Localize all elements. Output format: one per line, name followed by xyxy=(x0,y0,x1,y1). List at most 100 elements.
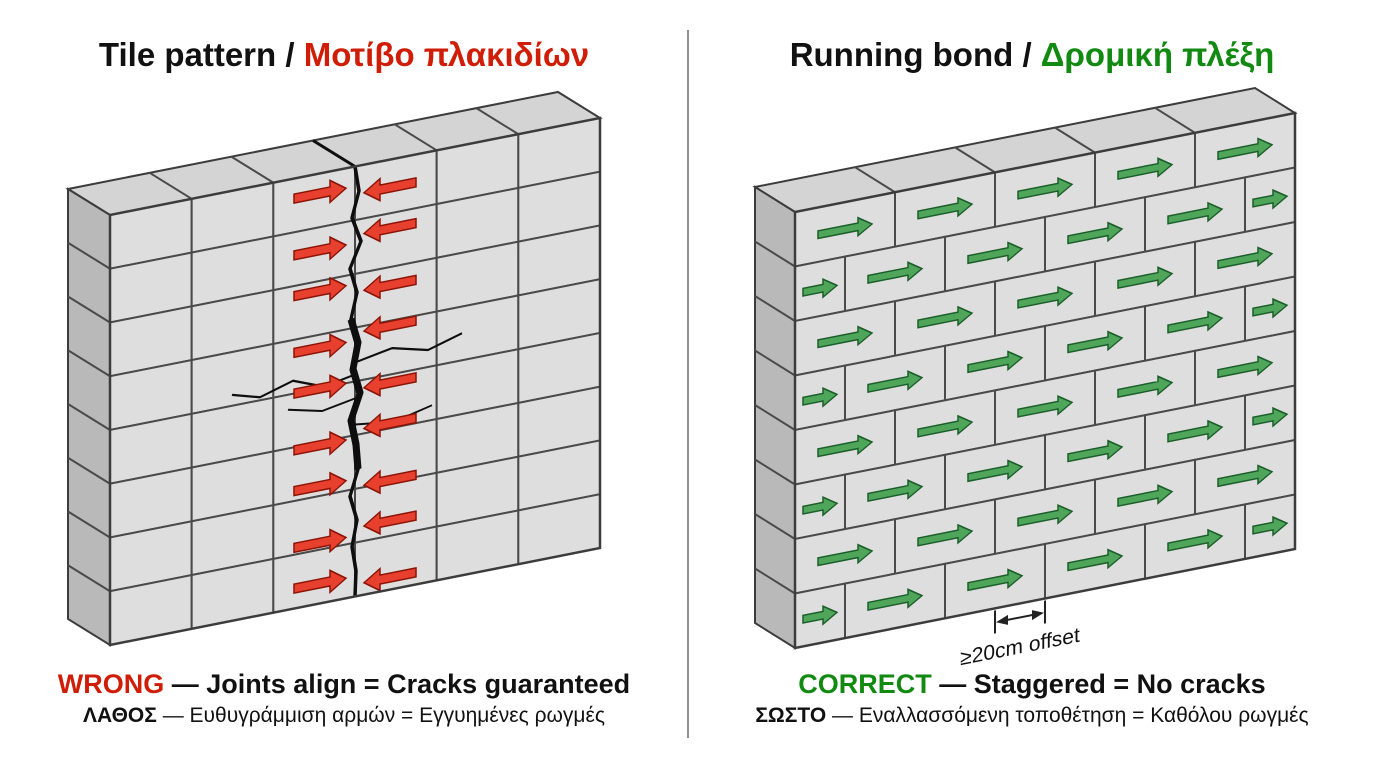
left-panel-title: Tile pattern / Μοτίβο πλακιδίων xyxy=(0,36,688,74)
left-caption-en: WRONG — Joints align = Cracks guaranteed xyxy=(0,668,688,700)
direction-arrow-icon xyxy=(1117,157,1174,180)
right-wall-diagram: ≥20cm offset xyxy=(752,86,1298,670)
direction-arrow-icon xyxy=(1017,176,1074,200)
correct-label: CORRECT xyxy=(798,669,932,699)
dimension-line xyxy=(1007,613,1033,622)
top-face-joint xyxy=(149,171,193,200)
direction-arrow-icon xyxy=(867,370,924,393)
stress-arrow-icon xyxy=(293,528,348,554)
left-caption-block: WRONG — Joints align = Cracks guaranteed… xyxy=(0,668,688,729)
direction-arrow-icon xyxy=(1067,548,1124,572)
branch-crack xyxy=(287,397,356,413)
brick-block xyxy=(1244,374,1295,452)
direction-arrow-icon xyxy=(1252,188,1289,210)
stress-arrow-icon xyxy=(362,371,417,397)
direction-arrow-icon xyxy=(1117,484,1174,507)
direction-arrow-icon xyxy=(1067,221,1124,245)
stress-arrow-icon xyxy=(293,333,348,359)
right-caption-el: ΣΩΣΤΟ — Εναλλασσόμενη τοποθέτηση = Καθόλ… xyxy=(688,702,1376,729)
top-face-joint xyxy=(854,166,896,194)
stress-arrow-icon xyxy=(362,510,417,536)
stress-arrow-icon xyxy=(362,217,417,243)
left-caption-en-rest: — Joints align = Cracks guaranteed xyxy=(164,669,631,699)
sosto-label: ΣΩΣΤΟ xyxy=(755,704,827,727)
stress-arrow-icon xyxy=(293,276,348,302)
direction-arrow-icon xyxy=(1017,285,1074,309)
stress-arrow-icon xyxy=(293,430,348,456)
direction-arrow-icon xyxy=(817,543,874,567)
direction-arrow-icon xyxy=(1167,528,1224,552)
side-face-joint xyxy=(67,456,111,485)
brick-block xyxy=(1244,483,1295,561)
direction-arrow-icon xyxy=(1067,439,1124,463)
direction-arrow-icon xyxy=(967,241,1024,265)
direction-arrow-icon xyxy=(1252,297,1289,319)
direction-arrow-icon xyxy=(867,479,924,502)
wrong-label: WRONG xyxy=(57,669,165,699)
left-wall-front xyxy=(108,116,602,647)
direction-arrow-icon xyxy=(917,305,974,329)
right-panel-title: Running bond / Δρομική πλέξη xyxy=(688,36,1376,74)
side-face-joint xyxy=(754,295,796,322)
right-caption-el-rest: — Εναλλασσόμενη τοποθέτηση = Καθόλου ρωγ… xyxy=(826,704,1309,727)
side-face-joint xyxy=(67,403,111,431)
stress-arrow-icon xyxy=(293,569,348,595)
direction-arrow-icon xyxy=(1017,394,1074,418)
direction-arrow-icon xyxy=(1217,355,1274,379)
panel-divider xyxy=(687,30,689,738)
side-face-joint xyxy=(754,240,796,268)
direction-arrow-icon xyxy=(817,216,874,240)
top-face-joint xyxy=(312,139,356,168)
side-face-joint xyxy=(67,349,111,378)
left-wall-faces xyxy=(65,90,603,647)
direction-arrow-icon xyxy=(1217,464,1274,488)
direction-arrow-icon xyxy=(917,523,974,547)
side-face-joint xyxy=(754,404,796,431)
direction-arrow-icon xyxy=(1217,137,1274,161)
direction-arrow-icon xyxy=(1217,246,1274,270)
direction-arrow-icon xyxy=(1117,375,1174,398)
brick-block xyxy=(1244,156,1295,234)
side-face-joint xyxy=(754,513,796,540)
side-face-joint xyxy=(754,349,796,377)
right-title-el: Δρομική πλέξη xyxy=(1040,36,1275,73)
side-face-joint xyxy=(67,295,111,324)
direction-arrow-icon xyxy=(867,588,924,611)
direction-arrow-icon xyxy=(917,414,974,438)
top-face-joint xyxy=(954,146,996,174)
direction-arrow-icon xyxy=(867,261,924,284)
direction-arrow-icon xyxy=(1167,201,1224,225)
direction-arrow-icon xyxy=(1252,406,1289,428)
main-crack-wide xyxy=(347,317,364,471)
direction-arrow-icon xyxy=(967,350,1024,374)
lathos-label: ΛΑΘΟΣ xyxy=(82,704,157,727)
side-face-joint xyxy=(754,567,796,595)
right-caption-block: CORRECT — Staggered = No cracks ΣΩΣΤΟ — … xyxy=(688,668,1376,729)
stress-arrow-icon xyxy=(293,235,348,261)
right-wall-bricks xyxy=(795,112,1295,648)
stress-arrows xyxy=(293,176,417,595)
left-caption-el: ΛΑΘΟΣ — Ευθυγράμμιση αρμών = Εγγυημένες … xyxy=(0,702,688,729)
right-wall-outline xyxy=(793,111,1297,650)
side-face-joint xyxy=(67,564,111,593)
direction-arrow-icon xyxy=(802,386,839,408)
direction-arrow-icon xyxy=(817,325,874,349)
stress-arrow-icon xyxy=(362,412,417,438)
direction-arrows xyxy=(802,137,1289,626)
direction-arrow-icon xyxy=(917,196,974,220)
side-face-joint xyxy=(754,458,796,486)
left-title-el: Μοτίβο πλακιδίων xyxy=(303,36,590,73)
direction-arrow-icon xyxy=(802,604,839,626)
stress-arrow-icon xyxy=(362,274,417,300)
stress-arrow-icon xyxy=(362,566,417,592)
direction-arrow-icon xyxy=(1067,330,1124,354)
branch-crack xyxy=(354,332,463,364)
direction-arrow-icon xyxy=(967,459,1024,483)
stress-arrow-icon xyxy=(293,374,348,400)
brick-block xyxy=(1244,265,1295,343)
top-face-joint xyxy=(1154,106,1196,134)
top-face-joint xyxy=(475,107,519,135)
stress-arrow-icon xyxy=(362,469,417,495)
